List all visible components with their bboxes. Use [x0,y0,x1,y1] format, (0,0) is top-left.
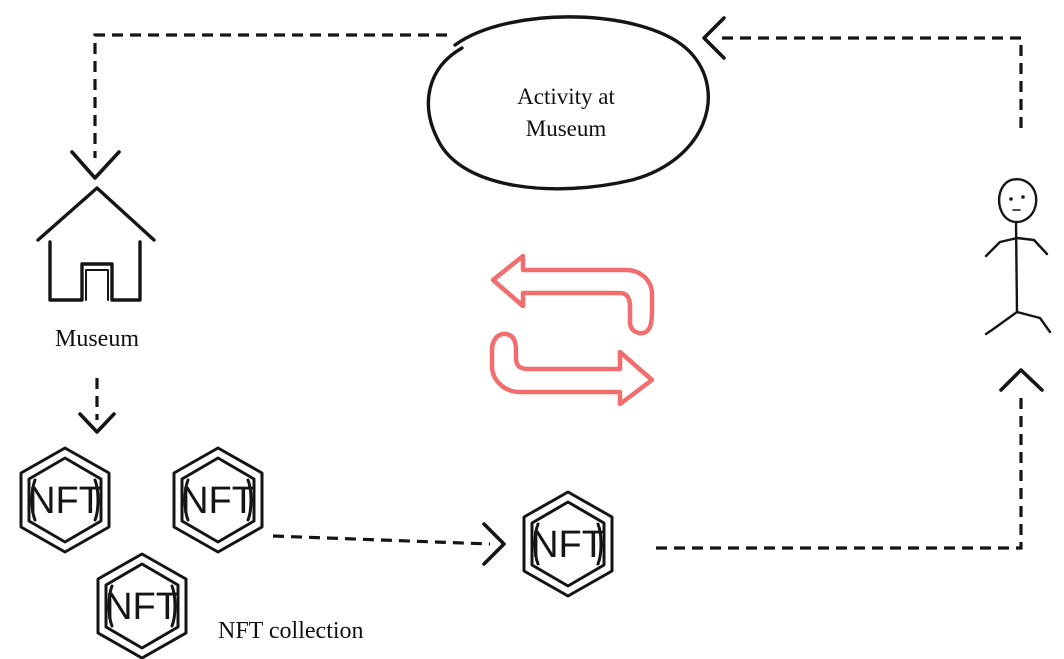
nft-token-text: NFT [105,586,179,628]
collection-label: NFT collection [218,618,364,644]
connector-collection-to-token [272,522,506,566]
exchange-arrows-icon [489,253,655,407]
stick-figure-icon [984,178,1052,336]
activity-node: Activity at Museum [426,15,710,191]
connector-activity-to-museum [70,33,447,180]
nft-hexagon-icon: NFT [19,446,111,554]
connector-person-to-activity [702,16,1023,128]
museum-node: Museum [36,186,156,352]
nft-collection: NFT NFT NFT NFT collection [19,446,364,659]
activity-label-line1: Activity at [517,84,615,109]
connector-token-to-person [656,368,1044,550]
nft-token-text: NFT [28,480,102,522]
nft-hexagon-icon: NFT [96,552,188,659]
house-icon [36,186,156,302]
nft-hexagon-icon: NFT [522,490,614,598]
arrowhead-up-icon [999,368,1044,392]
connector-museum-to-collection [78,378,116,434]
activity-label-line2: Museum [526,116,607,141]
nft-token-text: NFT [181,480,255,522]
nft-hexagon-icon: NFT [172,446,264,554]
arrowhead-left-icon [702,16,726,60]
arrowhead-down-icon [70,150,121,180]
nft-token-text: NFT [531,524,605,566]
activity-ellipse [426,15,710,191]
arrowhead-right-icon [482,522,506,566]
museum-label: Museum [55,326,139,352]
arrowhead-down-icon [78,412,116,434]
